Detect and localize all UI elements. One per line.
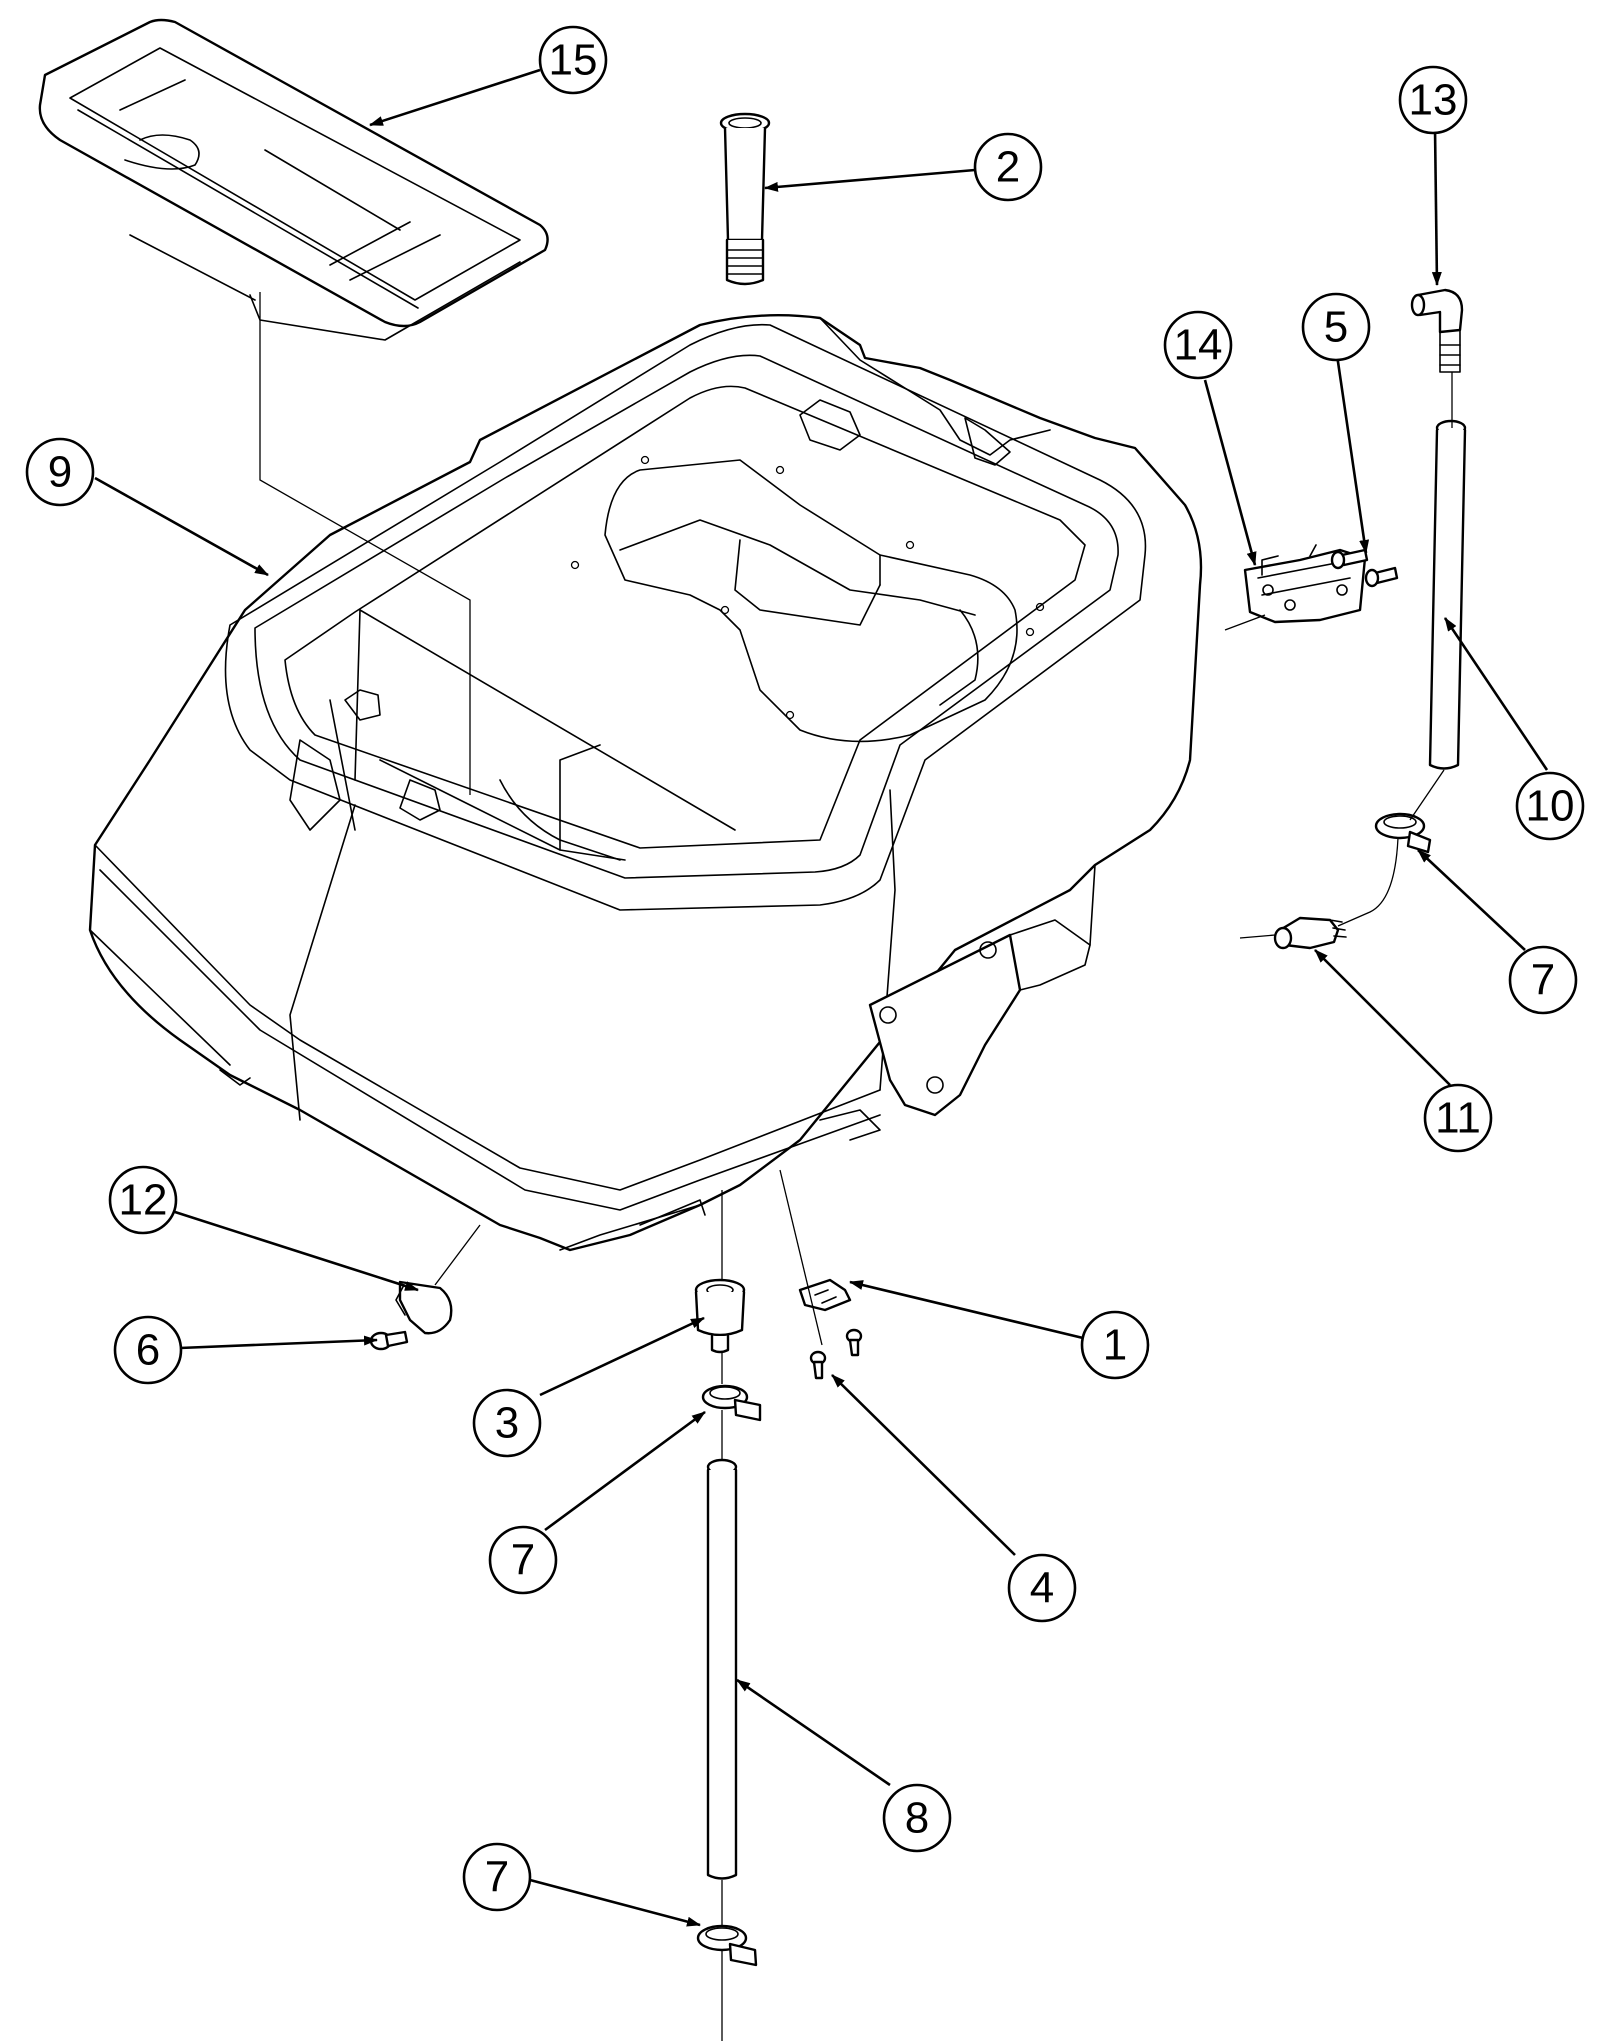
part-1-clip (798, 1278, 852, 1312)
callout-12: 12 (108, 1165, 178, 1235)
callout-15: 15 (538, 25, 608, 95)
callout-label: 13 (1409, 76, 1458, 125)
callout-6: 6 (113, 1315, 183, 1385)
callout-label: 7 (511, 1536, 535, 1585)
callout-label: 11 (1435, 1094, 1481, 1143)
part-15-tray (38, 18, 549, 341)
callout-4: 4 (1007, 1553, 1077, 1623)
part-4-screws (809, 1328, 863, 1380)
callout-label: 12 (119, 1176, 168, 1225)
callout-10: 10 (1515, 771, 1585, 841)
callout-label: 1 (1103, 1321, 1127, 1370)
callout-label: 7 (485, 1853, 509, 1902)
callout-label: 6 (136, 1326, 160, 1375)
part-8-hose (706, 1458, 738, 1880)
callout-label: 10 (1526, 782, 1575, 831)
callout-1: 1 (1080, 1310, 1150, 1380)
part-7-clamp-lower (696, 1924, 758, 1967)
part-7-clamp-upper (1374, 812, 1432, 854)
assembly-lines (259, 292, 1453, 2041)
part-13-elbow-fitting (1410, 288, 1464, 373)
part-7-clamp-middle (701, 1384, 762, 1422)
callout-8: 8 (882, 1783, 952, 1853)
part-3-fitting (694, 1278, 746, 1354)
callout-label: 5 (1324, 303, 1348, 352)
leader-lines (94, 68, 1549, 1927)
callout-label: 4 (1030, 1564, 1054, 1613)
callout-7-middle: 7 (488, 1525, 558, 1595)
callout-label: 9 (48, 448, 72, 497)
callout-13: 13 (1398, 65, 1468, 135)
callout-3: 3 (472, 1388, 542, 1458)
callout-label: 15 (549, 36, 598, 85)
callout-label: 14 (1174, 321, 1223, 370)
part-10-hose (1428, 419, 1467, 770)
part-2-tube (719, 112, 771, 286)
callout-label: 7 (1531, 956, 1555, 1005)
callout-label: 2 (996, 143, 1020, 192)
callout-11: 11 (1423, 1083, 1493, 1153)
part-11-fitting (1273, 916, 1347, 950)
callout-label: 8 (905, 1794, 929, 1843)
callout-7-upper: 7 (1508, 945, 1578, 1015)
callout-label: 3 (495, 1399, 519, 1448)
callout-5: 5 (1301, 292, 1371, 362)
callout-2: 2 (973, 132, 1043, 202)
callout-14: 14 (1163, 310, 1233, 380)
callout-7-lower: 7 (462, 1842, 532, 1912)
part-12-clip (395, 1280, 453, 1335)
part-9-main-housing (88, 314, 1203, 1252)
callout-9: 9 (25, 437, 95, 507)
